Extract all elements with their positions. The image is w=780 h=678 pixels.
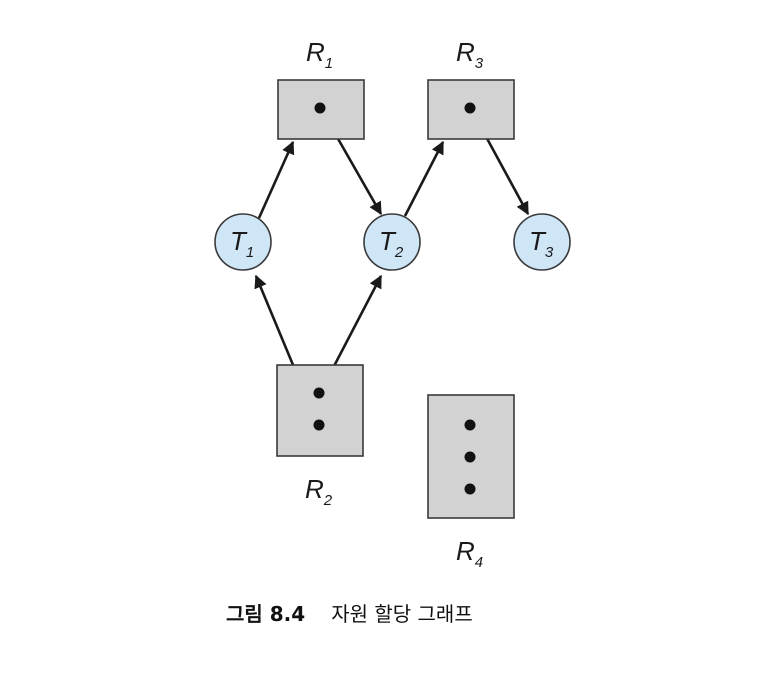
thread-t3-label: T3 [529,226,554,261]
resource-r3-instance [464,102,476,114]
figure-number: 그림 8.4 [226,602,306,626]
resource-r1-label: R1 [306,37,333,72]
figure-title: 자원 할당 그래프 [331,602,473,626]
resource-r2-instance-1 [313,387,325,399]
thread-t1-circle [214,213,272,271]
thread-t2: T2 [363,213,421,271]
thread-t2-label: T2 [379,226,404,261]
edge-t1-to-r1-request [257,140,295,219]
resource-r1-instance [314,102,326,114]
edge-t2-to-r3-request [403,140,445,217]
resource-r4-label: R4 [456,536,483,571]
resource-r4-instance-2 [464,451,476,463]
resource-r2: R2 [276,364,364,509]
resource-r4-instance-3 [464,483,476,495]
thread-t1-label: T1 [230,226,254,261]
resource-r4-instance-1 [464,419,476,431]
resource-r4: R4 [427,394,515,571]
resource-r1-box [277,79,365,140]
thread-t3-circle [513,213,571,271]
thread-t2-circle [363,213,421,271]
resource-r3-label: R3 [456,37,484,72]
resource-r3: R3 [427,37,515,140]
resource-r1: R1 [277,37,365,140]
resource-r2-instance-2 [313,419,325,431]
resource-r2-box [276,364,364,457]
thread-t1: T1 [214,213,272,271]
thread-t3: T3 [513,213,571,271]
figure-caption: 그림 8.4 자원 할당 그래프 [226,598,473,627]
resource-r2-label: R2 [305,474,333,509]
